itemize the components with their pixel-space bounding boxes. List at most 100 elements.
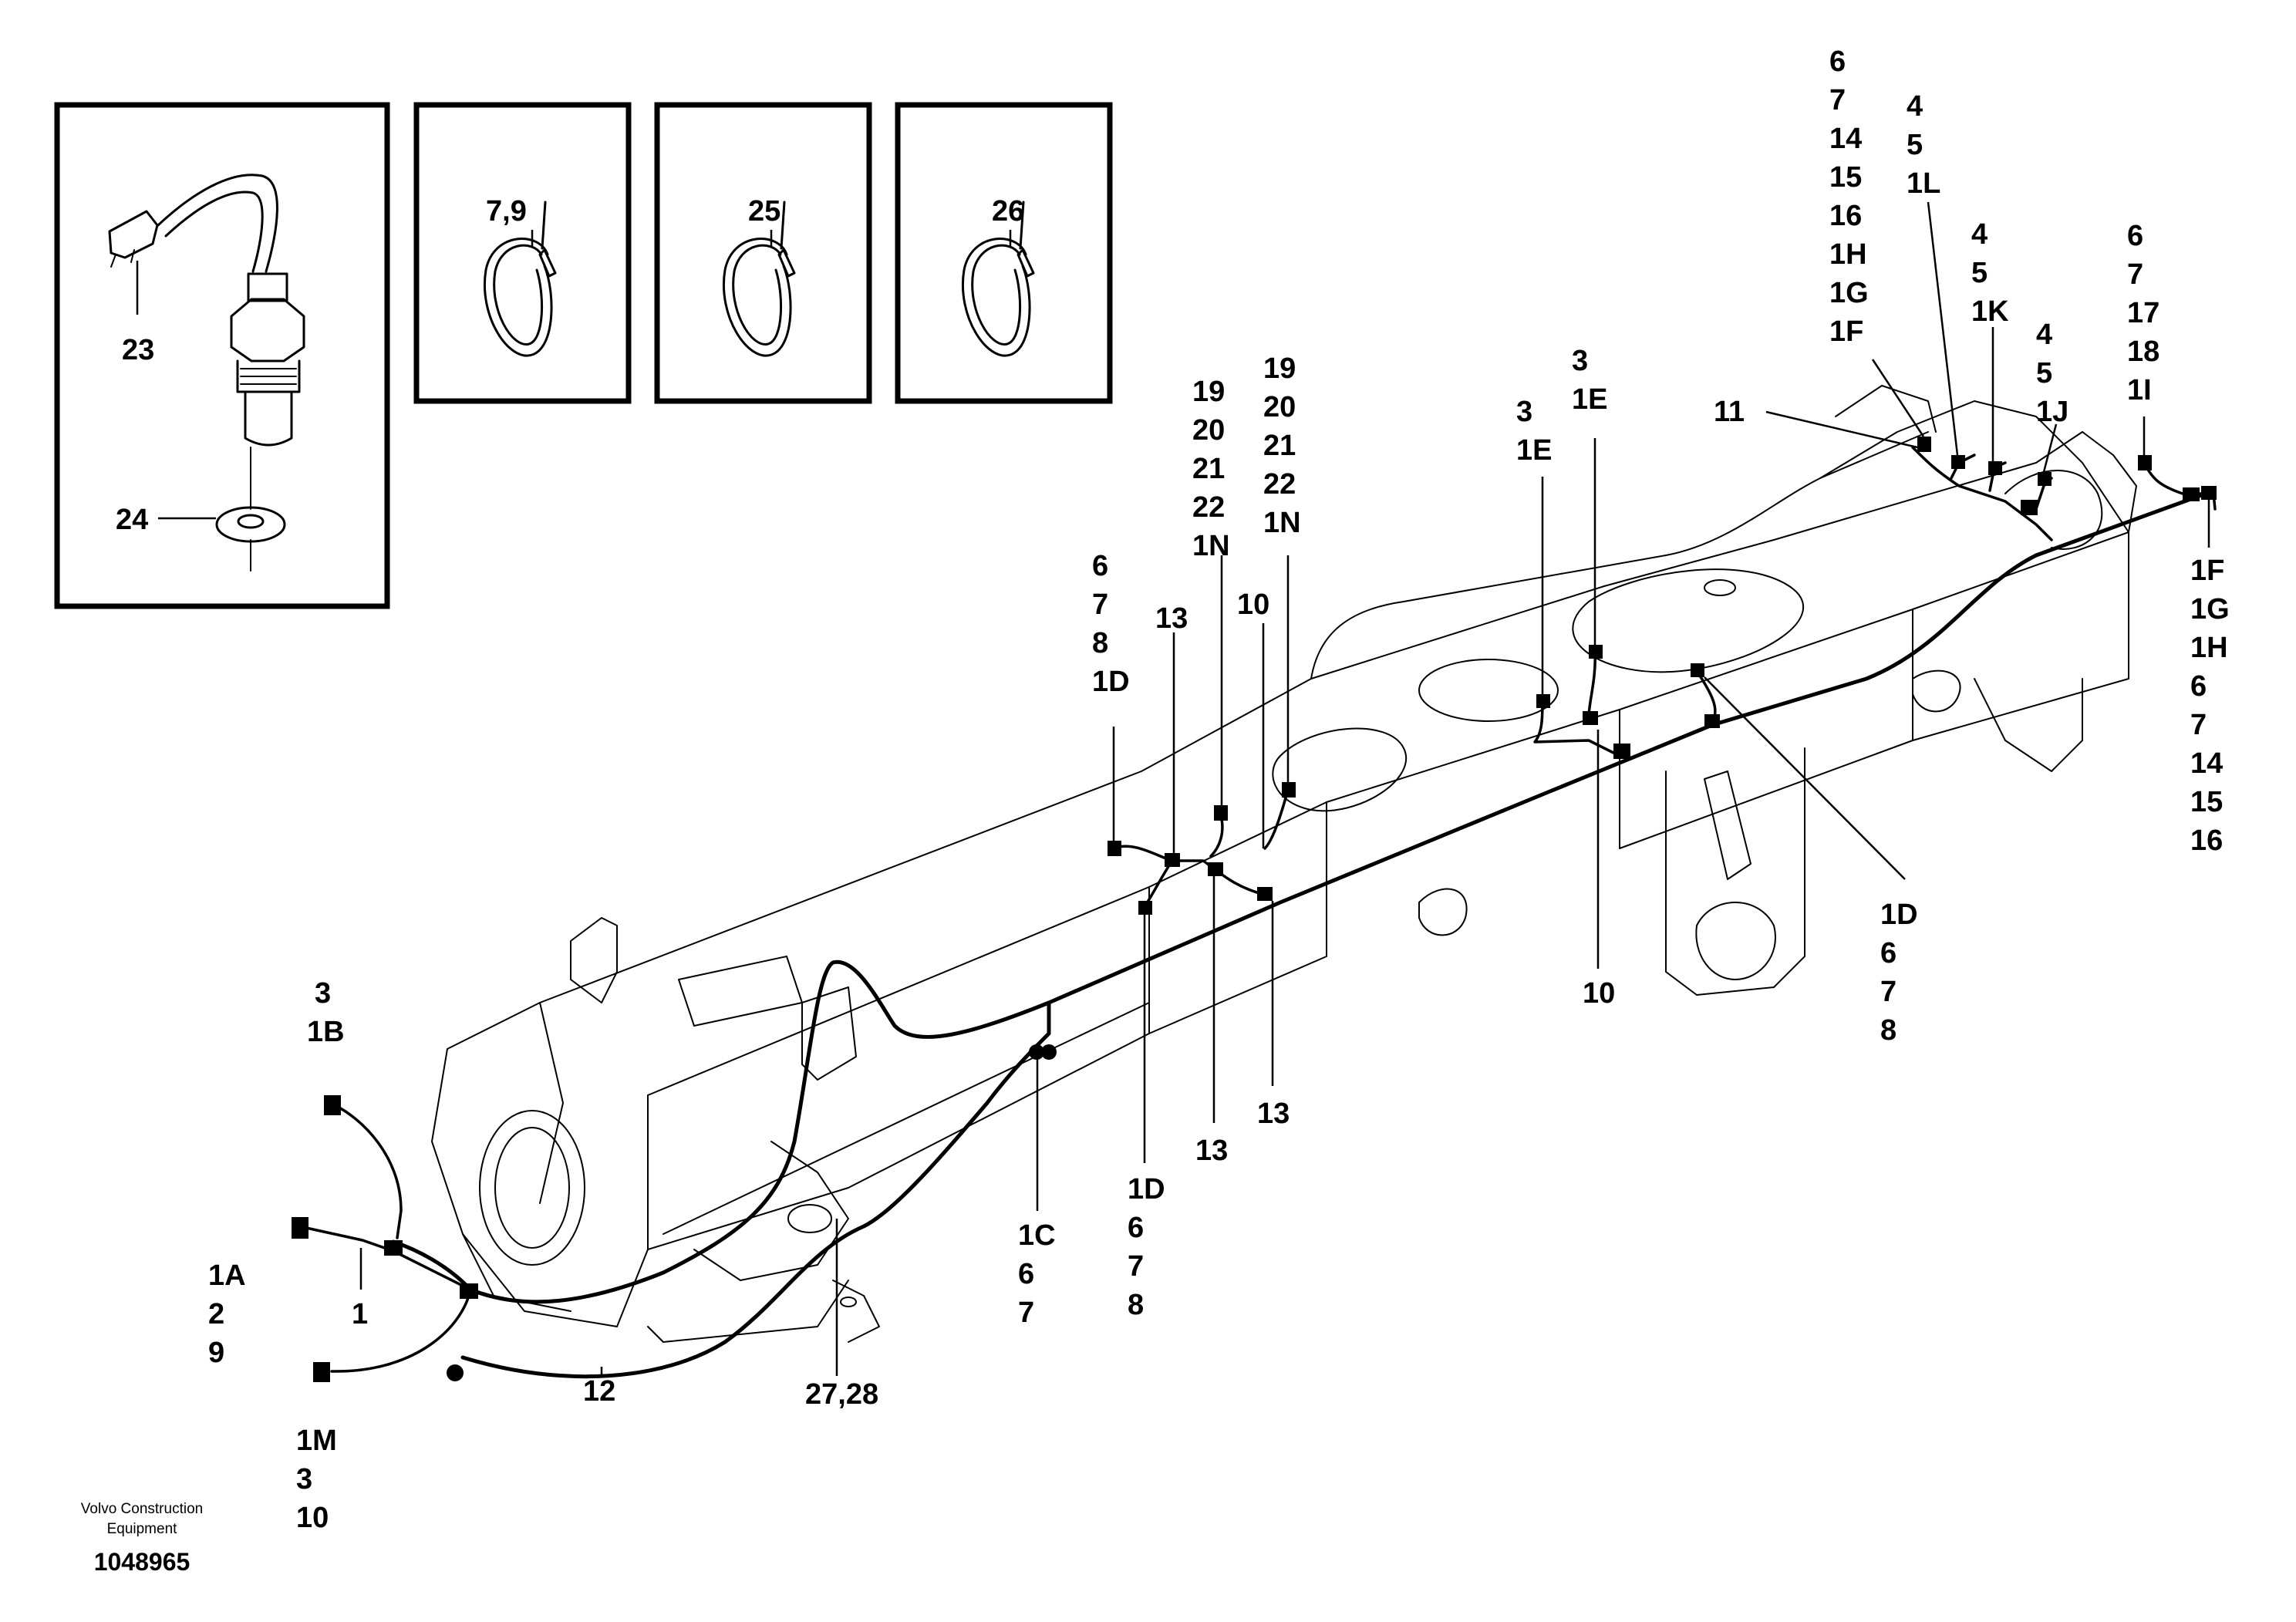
svg-text:19: 19 (1263, 352, 1296, 385)
svg-text:5: 5 (2036, 357, 2052, 389)
svg-text:7: 7 (2127, 258, 2143, 291)
svg-text:1F: 1F (1829, 315, 1863, 348)
cable-tie-icon (484, 238, 553, 357)
callout-1n-b: 19 20 21 22 1N (1263, 352, 1301, 539)
svg-text:1A: 1A (208, 1259, 246, 1292)
svg-text:6: 6 (1829, 46, 1846, 78)
svg-text:1L: 1L (1907, 167, 1940, 200)
svg-text:16: 16 (2190, 824, 2223, 857)
svg-text:14: 14 (2190, 747, 2223, 780)
svg-text:5: 5 (1907, 129, 1923, 161)
svg-text:7: 7 (1829, 84, 1846, 116)
callout-12: 12 (583, 1375, 615, 1408)
callout-25: 25 (748, 195, 781, 228)
svg-text:7: 7 (1018, 1297, 1034, 1329)
callout-1k: 4 5 1K (1971, 218, 2009, 328)
connector-1a-icon (292, 1217, 308, 1239)
washer-icon (215, 506, 286, 543)
wiring-harness (292, 437, 2217, 1382)
svg-text:1C: 1C (1018, 1219, 1056, 1252)
callout-1f-top: 6 7 14 15 16 1H 1G 1F (1829, 46, 1869, 348)
svg-text:7: 7 (1880, 976, 1896, 1008)
callout-1d-low: 1D 6 7 8 (1128, 1173, 1165, 1321)
svg-text:4: 4 (1907, 90, 1923, 123)
connector-1b-icon (324, 1095, 341, 1115)
svg-text:10: 10 (296, 1502, 329, 1534)
callout-1d-top: 6 7 8 1D (1092, 550, 1130, 698)
callout-10-low: 10 (1583, 977, 1615, 1010)
svg-text:6: 6 (2190, 670, 2207, 703)
callout-11: 11 (1714, 396, 1745, 428)
callout-13-top: 13 (1155, 602, 1188, 635)
svg-text:15: 15 (2190, 786, 2223, 818)
callout-13-b: 13 (1257, 1098, 1290, 1130)
svg-text:19: 19 (1192, 376, 1225, 408)
svg-text:3: 3 (1572, 345, 1588, 377)
svg-text:3: 3 (1516, 396, 1532, 428)
svg-text:13: 13 (1155, 602, 1188, 635)
svg-text:7: 7 (1128, 1250, 1144, 1283)
svg-text:13: 13 (1195, 1135, 1228, 1167)
callout-1e-b: 3 1E (1572, 345, 1607, 416)
callout-13-a: 13 (1195, 1135, 1228, 1167)
detail-box-tie-b: 25 (654, 102, 872, 404)
svg-text:27,28: 27,28 (805, 1378, 878, 1411)
callout-26: 26 (992, 195, 1024, 228)
svg-text:1N: 1N (1192, 530, 1230, 562)
svg-text:6: 6 (1092, 550, 1108, 582)
svg-text:1D: 1D (1092, 666, 1130, 698)
callout-23: 23 (122, 334, 154, 366)
svg-text:6: 6 (1018, 1258, 1034, 1290)
svg-text:21: 21 (1263, 430, 1296, 462)
detail-box-tie-c: 26 (895, 102, 1113, 404)
svg-text:20: 20 (1192, 414, 1225, 447)
brand-line-1: Volvo Construction (81, 1501, 203, 1517)
callout-1e-a: 3 1E (1516, 396, 1552, 467)
svg-text:7: 7 (1092, 588, 1108, 621)
svg-text:5: 5 (1971, 257, 1988, 289)
svg-text:13: 13 (1257, 1098, 1290, 1130)
brand-block: Volvo Construction Equipment 1048965 (81, 1501, 203, 1576)
svg-text:16: 16 (1829, 200, 1862, 232)
svg-text:1: 1 (352, 1298, 368, 1330)
sensor-connector-icon (108, 210, 159, 259)
cable-tie-icon (723, 238, 792, 357)
svg-text:1J: 1J (2036, 396, 2068, 428)
callout-1l: 4 5 1L (1907, 90, 1940, 200)
svg-text:8: 8 (1880, 1014, 1896, 1047)
svg-text:1E: 1E (1516, 434, 1552, 467)
svg-text:1I: 1I (2127, 374, 2152, 406)
svg-text:4: 4 (1971, 218, 1988, 251)
callout-1i: 6 7 17 18 1I (2127, 220, 2159, 406)
svg-text:10: 10 (1237, 588, 1269, 621)
connector-1m-icon (313, 1362, 330, 1382)
svg-text:10: 10 (1583, 977, 1615, 1010)
callout-1a: 1A 2 9 (208, 1259, 246, 1369)
grommet-icon (447, 1364, 464, 1381)
svg-text:1G: 1G (1829, 277, 1869, 309)
callout-1: 1 (352, 1298, 368, 1330)
svg-text:1K: 1K (1971, 295, 2009, 328)
svg-text:1D: 1D (1128, 1173, 1165, 1206)
svg-text:20: 20 (1263, 391, 1296, 423)
svg-text:6: 6 (2127, 220, 2143, 252)
svg-text:1H: 1H (2190, 632, 2228, 664)
svg-text:21: 21 (1192, 453, 1225, 485)
svg-text:1N: 1N (1263, 507, 1301, 539)
callout-1n-a: 19 20 21 22 1N (1192, 376, 1230, 562)
svg-text:2: 2 (208, 1298, 224, 1330)
svg-text:15: 15 (1829, 161, 1862, 194)
cable-tie-icon (962, 238, 1031, 357)
svg-text:1B: 1B (307, 1016, 345, 1048)
svg-text:14: 14 (1829, 123, 1862, 155)
svg-text:18: 18 (2127, 336, 2159, 368)
svg-text:22: 22 (1192, 491, 1225, 524)
svg-text:3: 3 (296, 1463, 312, 1496)
detail-box-tie-a: 7,9 (413, 102, 632, 404)
callout-7-9: 7,9 (486, 195, 527, 228)
svg-text:1E: 1E (1572, 383, 1607, 416)
svg-text:8: 8 (1128, 1289, 1144, 1321)
svg-text:22: 22 (1263, 468, 1296, 501)
svg-text:1G: 1G (2190, 593, 2230, 626)
svg-text:6: 6 (1128, 1212, 1144, 1244)
